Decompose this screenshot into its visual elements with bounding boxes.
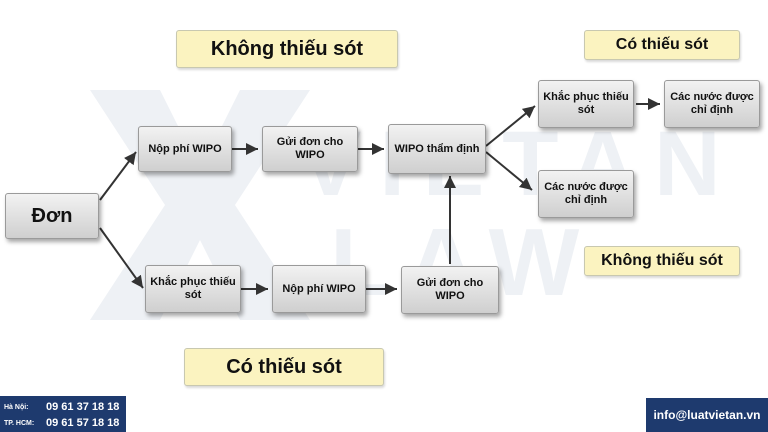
footer-phone-panel: Hà Nội: 09 61 37 18 18 TP. HCM: 09 61 57… bbox=[0, 396, 126, 432]
node-nop-phi-wipo-bottom: Nộp phí WIPO bbox=[272, 265, 366, 313]
node-cac-nuoc-chi-dinh-mid: Các nước được chỉ định bbox=[538, 170, 634, 218]
node-nop-phi-wipo-top: Nộp phí WIPO bbox=[138, 126, 232, 172]
node-khac-phuc-thieu-sot-bottom: Khắc phục thiếu sót bbox=[145, 265, 241, 313]
node-don: Đơn bbox=[5, 193, 99, 239]
footer-email[interactable]: info@luatvietan.vn bbox=[646, 398, 768, 432]
hanoi-phone[interactable]: 09 61 37 18 18 bbox=[46, 401, 120, 413]
arrow-wipo-to-khac-phuc-right bbox=[485, 105, 536, 147]
node-cac-nuoc-chi-dinh-top: Các nước được chỉ định bbox=[664, 80, 760, 128]
node-khac-phuc-thieu-sot-right: Khắc phục thiếu sót bbox=[538, 80, 634, 128]
label-khong-thieu-sot-top: Không thiếu sót bbox=[176, 30, 398, 68]
node-wipo-tham-dinh: WIPO thẩm định bbox=[388, 124, 486, 174]
node-gui-don-wipo-top: Gửi đơn cho WIPO bbox=[262, 126, 358, 172]
label-co-thieu-sot-top: Có thiếu sót bbox=[584, 30, 740, 60]
hcm-phone[interactable]: 09 61 57 18 18 bbox=[46, 417, 120, 429]
hcm-label: TP. HCM: bbox=[4, 420, 35, 427]
arrow-don-to-nop-phi-top bbox=[99, 151, 137, 201]
node-gui-don-wipo-bottom: Gửi đơn cho WIPO bbox=[401, 266, 499, 314]
arrow-wipo-to-cac-nuoc-mid bbox=[485, 151, 533, 191]
hanoi-label: Hà Nội: bbox=[4, 404, 29, 411]
label-khong-thieu-sot-right: Không thiếu sót bbox=[584, 246, 740, 276]
label-co-thieu-sot-bottom: Có thiếu sót bbox=[184, 348, 384, 386]
arrow-don-to-khac-phuc-bottom bbox=[99, 227, 144, 289]
